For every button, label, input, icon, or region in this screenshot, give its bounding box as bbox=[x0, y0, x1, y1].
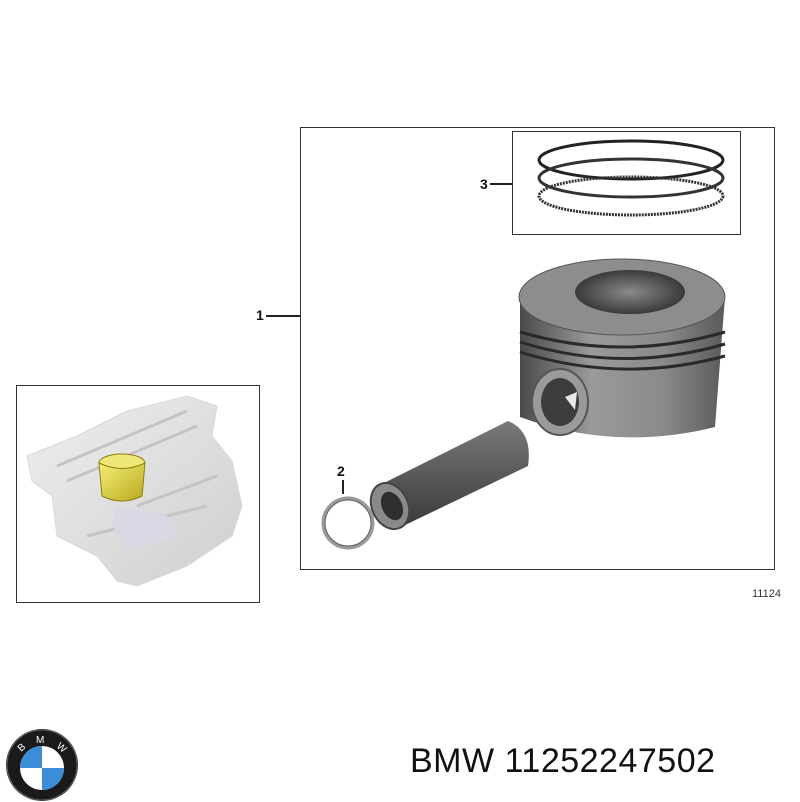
figure-number: 11124 bbox=[752, 588, 781, 600]
piston-illustration bbox=[518, 258, 726, 438]
circlip-illustration bbox=[321, 496, 375, 550]
highlighted-piston-icon bbox=[98, 453, 146, 502]
bmw-logo-icon: B M W bbox=[6, 729, 78, 801]
callout-3-leader bbox=[490, 183, 512, 185]
engine-overview-inset bbox=[16, 385, 260, 603]
part-number-label: BMW 11252247502 bbox=[410, 742, 716, 780]
piston-rings-illustration bbox=[537, 139, 725, 217]
callout-2-label: 2 bbox=[337, 463, 345, 479]
callout-1-label: 1 bbox=[256, 307, 264, 323]
ring-set-box bbox=[512, 131, 741, 235]
callout-3-label: 3 bbox=[480, 176, 488, 192]
svg-text:M: M bbox=[36, 735, 44, 746]
engine-block-illustration bbox=[26, 395, 243, 587]
callout-1-leader bbox=[266, 315, 300, 317]
piston-pin-illustration bbox=[369, 421, 529, 531]
callout-2-leader bbox=[342, 480, 344, 494]
